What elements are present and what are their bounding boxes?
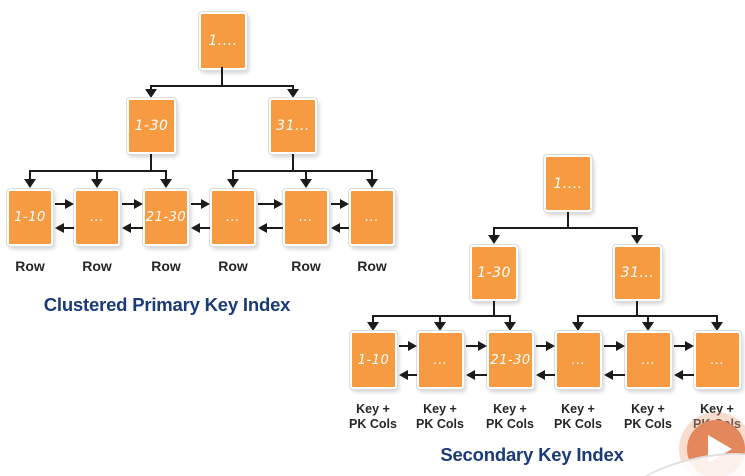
leaf-caption-line: PK Cols bbox=[624, 417, 672, 431]
leaf-caption-line: PK Cols bbox=[486, 417, 534, 431]
node-leaf: ... bbox=[74, 189, 120, 246]
node-leaf: ... bbox=[555, 331, 602, 389]
arrow-right-icon bbox=[674, 341, 694, 351]
connector-h-line bbox=[232, 170, 373, 172]
arrow-left-icon bbox=[604, 370, 625, 380]
arrow-left-icon bbox=[258, 223, 283, 233]
diagram-title: Clustered Primary Key Index bbox=[43, 294, 291, 315]
connector-v-line bbox=[636, 301, 638, 315]
node-leaf: ... bbox=[694, 331, 741, 389]
arrow-down-icon bbox=[434, 315, 446, 331]
arrow-down-icon bbox=[91, 170, 103, 188]
arrow-left-icon bbox=[399, 370, 417, 380]
connector-v-line bbox=[567, 212, 569, 227]
connector-h-line bbox=[372, 315, 511, 317]
arrow-down-icon bbox=[642, 315, 654, 331]
leaf-caption-line: Key + bbox=[561, 402, 595, 416]
leaf-caption-line: Key + bbox=[493, 402, 527, 416]
arrow-down-icon bbox=[631, 227, 643, 244]
node-leaf: 1-10 bbox=[7, 189, 53, 246]
leaf-caption: Row bbox=[15, 258, 45, 274]
arrow-left-icon bbox=[674, 370, 694, 380]
arrow-down-icon bbox=[488, 227, 500, 244]
leaf-caption: Key + PK Cols bbox=[546, 402, 610, 432]
node-leaf: 21-30 bbox=[143, 189, 189, 246]
arrow-right-icon bbox=[466, 341, 487, 351]
arrow-right-icon bbox=[191, 199, 210, 209]
arrow-down-icon bbox=[367, 315, 379, 331]
leaf-caption: Row bbox=[291, 258, 321, 274]
leaf-caption: Key + PK Cols bbox=[616, 402, 680, 432]
leaf-caption: Row bbox=[151, 258, 181, 274]
connector-v-line bbox=[150, 154, 152, 170]
leaf-caption: Key + PK Cols bbox=[341, 402, 405, 432]
node-internal: 1-30 bbox=[470, 245, 518, 301]
node-internal: 31... bbox=[613, 245, 662, 301]
leaf-caption-line: PK Cols bbox=[554, 417, 602, 431]
arrow-left-icon bbox=[536, 370, 555, 380]
node-leaf: ... bbox=[210, 189, 256, 246]
arrow-down-icon bbox=[160, 170, 172, 188]
arrow-down-icon bbox=[227, 170, 239, 188]
arrow-down-icon bbox=[711, 315, 723, 331]
node-internal: 1-30 bbox=[127, 98, 176, 154]
leaf-caption-line: Key + bbox=[631, 402, 665, 416]
connector-v-line bbox=[221, 67, 223, 85]
arrow-right-icon bbox=[536, 341, 555, 351]
connector-h-line bbox=[29, 170, 167, 172]
arrow-down-icon bbox=[24, 170, 36, 188]
arrow-down-icon bbox=[366, 170, 378, 188]
leaf-caption: Row bbox=[82, 258, 112, 274]
diagram-title: Secondary Key Index bbox=[440, 444, 624, 465]
arrow-down-icon bbox=[300, 170, 312, 188]
leaf-caption: Key + PK Cols bbox=[408, 402, 472, 432]
node-leaf: ... bbox=[283, 189, 329, 246]
leaf-caption-line: PK Cols bbox=[416, 417, 464, 431]
leaf-caption: Row bbox=[218, 258, 248, 274]
node-leaf: ... bbox=[349, 189, 395, 246]
arrow-left-icon bbox=[331, 223, 349, 233]
node-leaf: ... bbox=[625, 331, 672, 389]
arrow-right-icon bbox=[331, 199, 349, 209]
leaf-caption-line: Key + bbox=[700, 402, 734, 416]
arrow-left-icon bbox=[191, 223, 210, 233]
arrow-left-icon bbox=[466, 370, 487, 380]
arrow-down-icon bbox=[504, 315, 516, 331]
arrow-left-icon bbox=[55, 223, 74, 233]
node-root: 1.... bbox=[544, 155, 592, 212]
leaf-caption-line: PK Cols bbox=[349, 417, 397, 431]
connector-h-line bbox=[493, 227, 638, 229]
node-root: 1.... bbox=[199, 12, 247, 70]
arrow-right-icon bbox=[258, 199, 283, 209]
connector-v-line bbox=[292, 154, 294, 170]
node-internal: 31... bbox=[269, 98, 317, 154]
connector-h-line bbox=[150, 85, 294, 87]
leaf-caption: Key + PK Cols bbox=[478, 402, 542, 432]
arrow-right-icon bbox=[122, 199, 143, 209]
arrow-right-icon bbox=[604, 341, 625, 351]
arrow-right-icon bbox=[399, 341, 417, 351]
arrow-down-icon bbox=[145, 85, 157, 98]
leaf-caption: Row bbox=[357, 258, 387, 274]
node-leaf: ... bbox=[417, 331, 464, 389]
node-leaf: 21-30 bbox=[487, 331, 534, 389]
node-leaf: 1-10 bbox=[350, 331, 397, 389]
arrow-down-icon bbox=[572, 315, 584, 331]
arrow-left-icon bbox=[122, 223, 143, 233]
connector-v-line bbox=[493, 301, 495, 315]
leaf-caption-line: Key + bbox=[356, 402, 390, 416]
arrow-down-icon bbox=[287, 85, 299, 98]
arrow-right-icon bbox=[55, 199, 74, 209]
leaf-caption-line: Key + bbox=[423, 402, 457, 416]
